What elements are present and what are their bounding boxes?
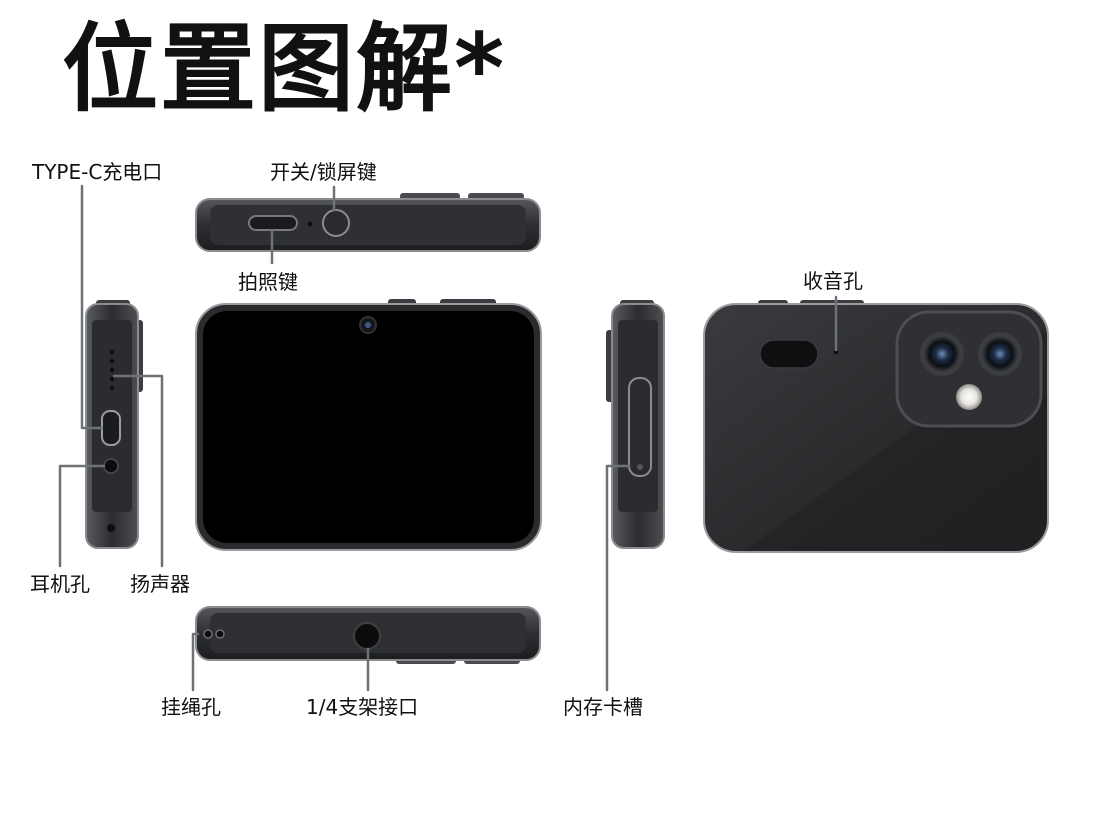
device-back-view <box>703 300 1049 553</box>
device-right-view <box>606 300 665 549</box>
typec-port <box>101 410 121 446</box>
device-left-view <box>85 300 143 549</box>
label-typec: TYPE-C充电口 <box>32 160 163 184</box>
leader-card <box>605 464 631 692</box>
label-card: 内存卡槽 <box>563 695 643 719</box>
camera-lens-1-icon <box>924 336 960 372</box>
device-bottom-view <box>195 606 541 664</box>
device-front-view <box>195 299 542 551</box>
label-earphone: 耳机孔 <box>30 572 90 596</box>
lanyard-hole <box>203 629 213 639</box>
screen <box>203 311 534 543</box>
label-lanyard: 挂绳孔 <box>161 695 221 719</box>
leader-earphone <box>58 464 106 568</box>
flash-icon <box>956 384 982 410</box>
shutter-button <box>248 215 298 231</box>
label-shutter: 拍照键 <box>238 270 298 294</box>
mic-hole <box>833 349 839 355</box>
leader-lines <box>58 184 838 692</box>
leader-speaker <box>112 374 164 568</box>
power-button <box>322 209 350 237</box>
page-title: 位置图解* <box>62 13 507 125</box>
label-mic: 收音孔 <box>803 269 863 293</box>
label-tripod: 1/4支架接口 <box>306 695 419 719</box>
earphone-jack <box>103 458 119 474</box>
leader-typec <box>80 184 104 430</box>
tripod-mount <box>353 622 381 650</box>
label-power: 开关/锁屏键 <box>270 160 377 184</box>
label-speaker: 扬声器 <box>130 572 190 596</box>
leader-lanyard <box>191 632 200 692</box>
device-top-view <box>195 193 541 252</box>
camera-lens-2-icon <box>982 336 1018 372</box>
card-slot <box>628 377 652 477</box>
